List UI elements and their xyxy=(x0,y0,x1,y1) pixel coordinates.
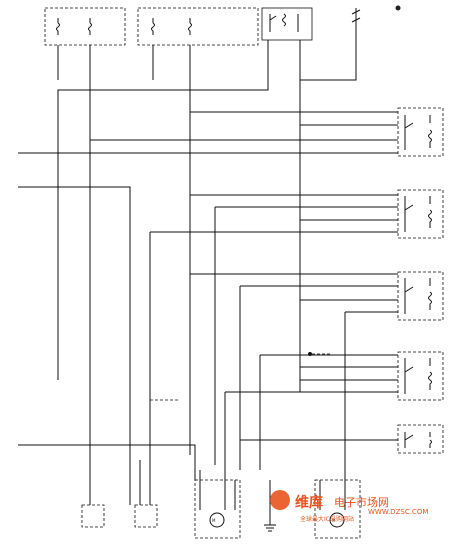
wire xyxy=(18,186,131,450)
wire xyxy=(199,470,236,510)
ac-relay-frame xyxy=(261,7,313,41)
fan-motor-icon xyxy=(209,512,225,528)
relay-4-frame xyxy=(397,351,444,401)
ac-relay xyxy=(261,7,313,41)
wire xyxy=(259,354,398,470)
ecu-1-frame xyxy=(81,504,105,528)
wire xyxy=(57,40,269,380)
watermark-cn-1: 维库 xyxy=(295,494,323,511)
watermark-subtitle: 全球最大IC采购网站 xyxy=(300,515,354,523)
pressure-switch xyxy=(351,8,361,30)
motor-letter: M xyxy=(212,518,216,523)
ecu-2-frame xyxy=(134,504,158,528)
coolant-fan-motor-2: M xyxy=(314,479,361,539)
badge-icon xyxy=(395,5,401,11)
relay-5-frame xyxy=(397,424,444,454)
watermark-url: WWW.DZSC.COM xyxy=(368,508,428,516)
wire xyxy=(149,231,398,460)
fan-2-frame xyxy=(314,479,361,539)
fuse-icon xyxy=(188,18,192,35)
watermark-cn-2: 电子市场网 xyxy=(334,495,389,509)
watermark: 维库 电子市场网 WWW.DZSC.COM 全球最大IC采购网站 xyxy=(270,490,428,523)
relay-5-symbol xyxy=(404,432,432,448)
relay-2-frame xyxy=(397,189,444,239)
coolant-fan-motor-1: M xyxy=(194,479,241,539)
fan-1-frame xyxy=(194,479,241,539)
watermark-logo-icon xyxy=(270,490,290,510)
relay-coil-icon xyxy=(282,13,286,27)
wire xyxy=(224,391,398,470)
wire xyxy=(129,450,151,505)
fan-motor-icon xyxy=(329,512,345,528)
fuse-block-left-frame xyxy=(44,7,126,46)
relay-3-symbol xyxy=(404,278,432,314)
electronic-idle-control-unit xyxy=(81,504,105,528)
fuse-icon xyxy=(151,18,155,35)
coolant-thermoswitch xyxy=(397,424,444,454)
relay-3-frame xyxy=(397,271,444,321)
wire xyxy=(344,311,398,480)
powertrain-control-module xyxy=(134,504,158,528)
ground xyxy=(264,480,276,532)
relay-1-symbol xyxy=(404,115,432,150)
fuse-block-mid xyxy=(137,7,259,46)
wire xyxy=(18,444,196,480)
fuse-icon xyxy=(56,18,60,35)
coolant-fan-relay-2 xyxy=(397,189,444,239)
wire xyxy=(300,30,357,81)
coolant-fan-relay-1 xyxy=(397,107,444,157)
wire xyxy=(319,480,346,510)
pressure-switch-icon xyxy=(351,8,361,30)
fuse-block-left xyxy=(44,7,126,46)
wire xyxy=(239,285,398,470)
coolant-fan-relay-4 xyxy=(397,351,444,401)
relay-switch-icon xyxy=(269,14,299,32)
fuse-icon xyxy=(88,18,92,35)
relay-1-frame xyxy=(397,107,444,157)
relay-2-symbol xyxy=(404,196,432,232)
motor-letter: M xyxy=(332,518,336,523)
ground-icon xyxy=(264,480,276,532)
coolant-fan-relay-3 xyxy=(397,271,444,321)
wire xyxy=(214,206,398,465)
relay-4-symbol xyxy=(404,358,432,394)
fuse-block-mid-frame xyxy=(137,7,259,46)
